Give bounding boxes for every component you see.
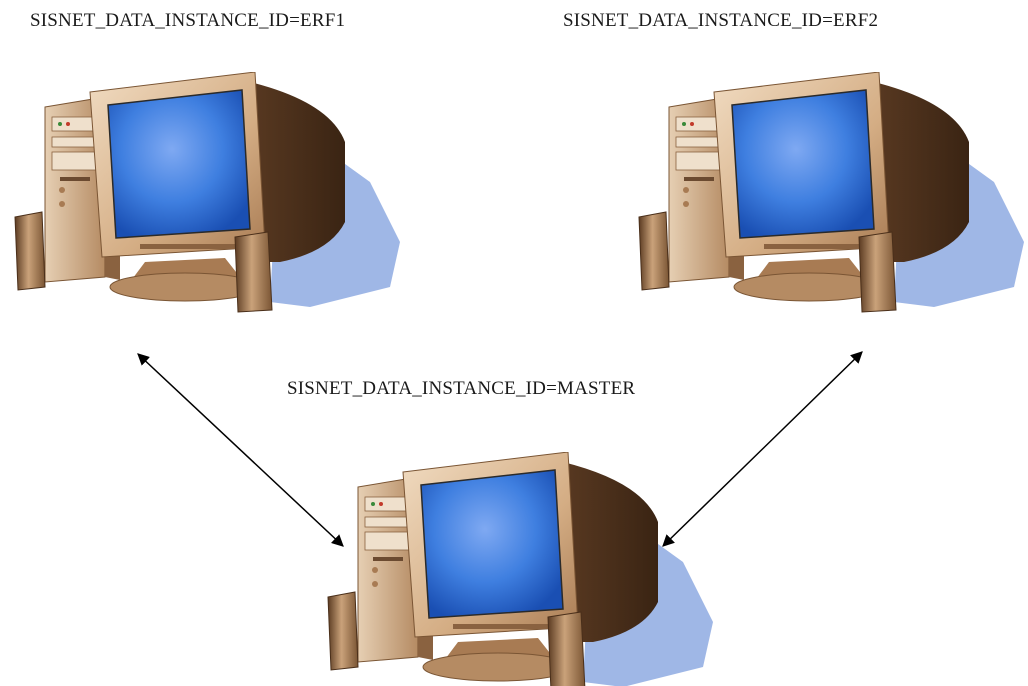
arrow-erf2-master bbox=[662, 351, 863, 547]
arrow-erf1-master bbox=[137, 353, 344, 547]
node-label-erf1: SISNET_DATA_INSTANCE_ID=ERF1 bbox=[30, 10, 346, 31]
node-label-master: SISNET_DATA_INSTANCE_ID=MASTER bbox=[287, 378, 636, 399]
node-label-erf2: SISNET_DATA_INSTANCE_ID=ERF2 bbox=[563, 10, 879, 31]
